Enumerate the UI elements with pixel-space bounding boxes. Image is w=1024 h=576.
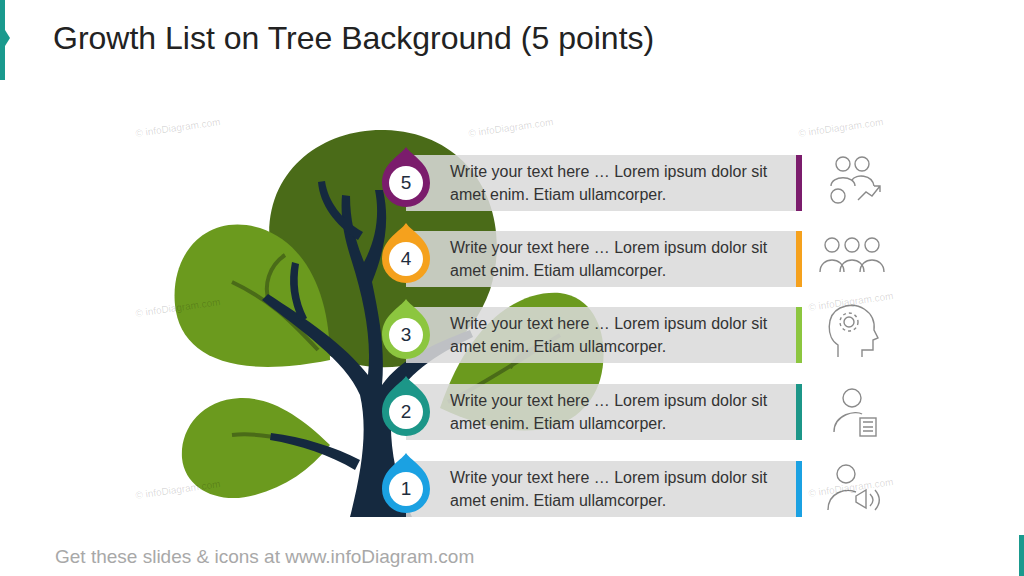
tree-branch — [318, 181, 363, 240]
tree-branch — [290, 262, 307, 322]
color-bar — [796, 155, 802, 211]
list-band: 4 Write your text here … Lorem ipsum dolo… — [382, 231, 802, 287]
list-band: 5 Write your text here … Lorem ipsum dolo… — [382, 155, 802, 211]
watermark: © infoDiagram.com — [798, 116, 884, 139]
drop-shape — [382, 299, 430, 359]
band-text: Write your text here … Lorem ipsum dolor… — [450, 466, 786, 512]
accent-bar — [0, 0, 5, 80]
watermark: © infoDiagram.com — [135, 116, 221, 139]
band-text: Write your text here … Lorem ipsum dolor… — [450, 160, 786, 206]
callout-number: 4 — [382, 247, 430, 271]
band-text: Write your text here … Lorem ipsum dolor… — [450, 389, 786, 435]
tree-branch — [270, 433, 360, 470]
person-calculator-icon — [834, 389, 876, 436]
accent-bar — [1019, 535, 1024, 576]
callout-number: 5 — [382, 171, 430, 195]
color-bar — [796, 231, 802, 287]
drop-shape — [382, 223, 430, 283]
callout-number: 3 — [382, 323, 430, 347]
list-band: 1 Write your text here … Lorem ipsum dolo… — [382, 461, 802, 517]
watermark: © infoDiagram.com — [468, 116, 554, 139]
slide-title: Growth List on Tree Background (5 points… — [53, 20, 654, 57]
callout-number: 1 — [382, 477, 430, 501]
list-band: 3 Write your text here … Lorem ipsum dolo… — [382, 307, 802, 363]
accent-arrow — [5, 30, 10, 46]
drop-shape — [382, 147, 430, 207]
person-money-icon — [831, 157, 880, 203]
leaf — [175, 225, 330, 367]
color-bar — [796, 307, 802, 363]
band-text: Write your text here … Lorem ipsum dolor… — [450, 236, 786, 282]
color-bar — [796, 384, 802, 440]
drop-shape — [382, 453, 430, 513]
footer-caption: Get these slides & icons at www.infoDiag… — [55, 546, 474, 568]
callout-number: 2 — [382, 400, 430, 424]
color-bar — [796, 461, 802, 517]
head-gear-icon — [829, 305, 878, 357]
band-text: Write your text here … Lorem ipsum dolor… — [450, 312, 786, 358]
watermark: © infoDiagram.com — [808, 476, 894, 499]
list-band: 2 Write your text here … Lorem ipsum dolo… — [382, 384, 802, 440]
drop-shape — [382, 376, 430, 436]
watermark: © infoDiagram.com — [135, 478, 221, 501]
watermark: © infoDiagram.com — [808, 290, 894, 313]
team-icon — [820, 238, 884, 272]
